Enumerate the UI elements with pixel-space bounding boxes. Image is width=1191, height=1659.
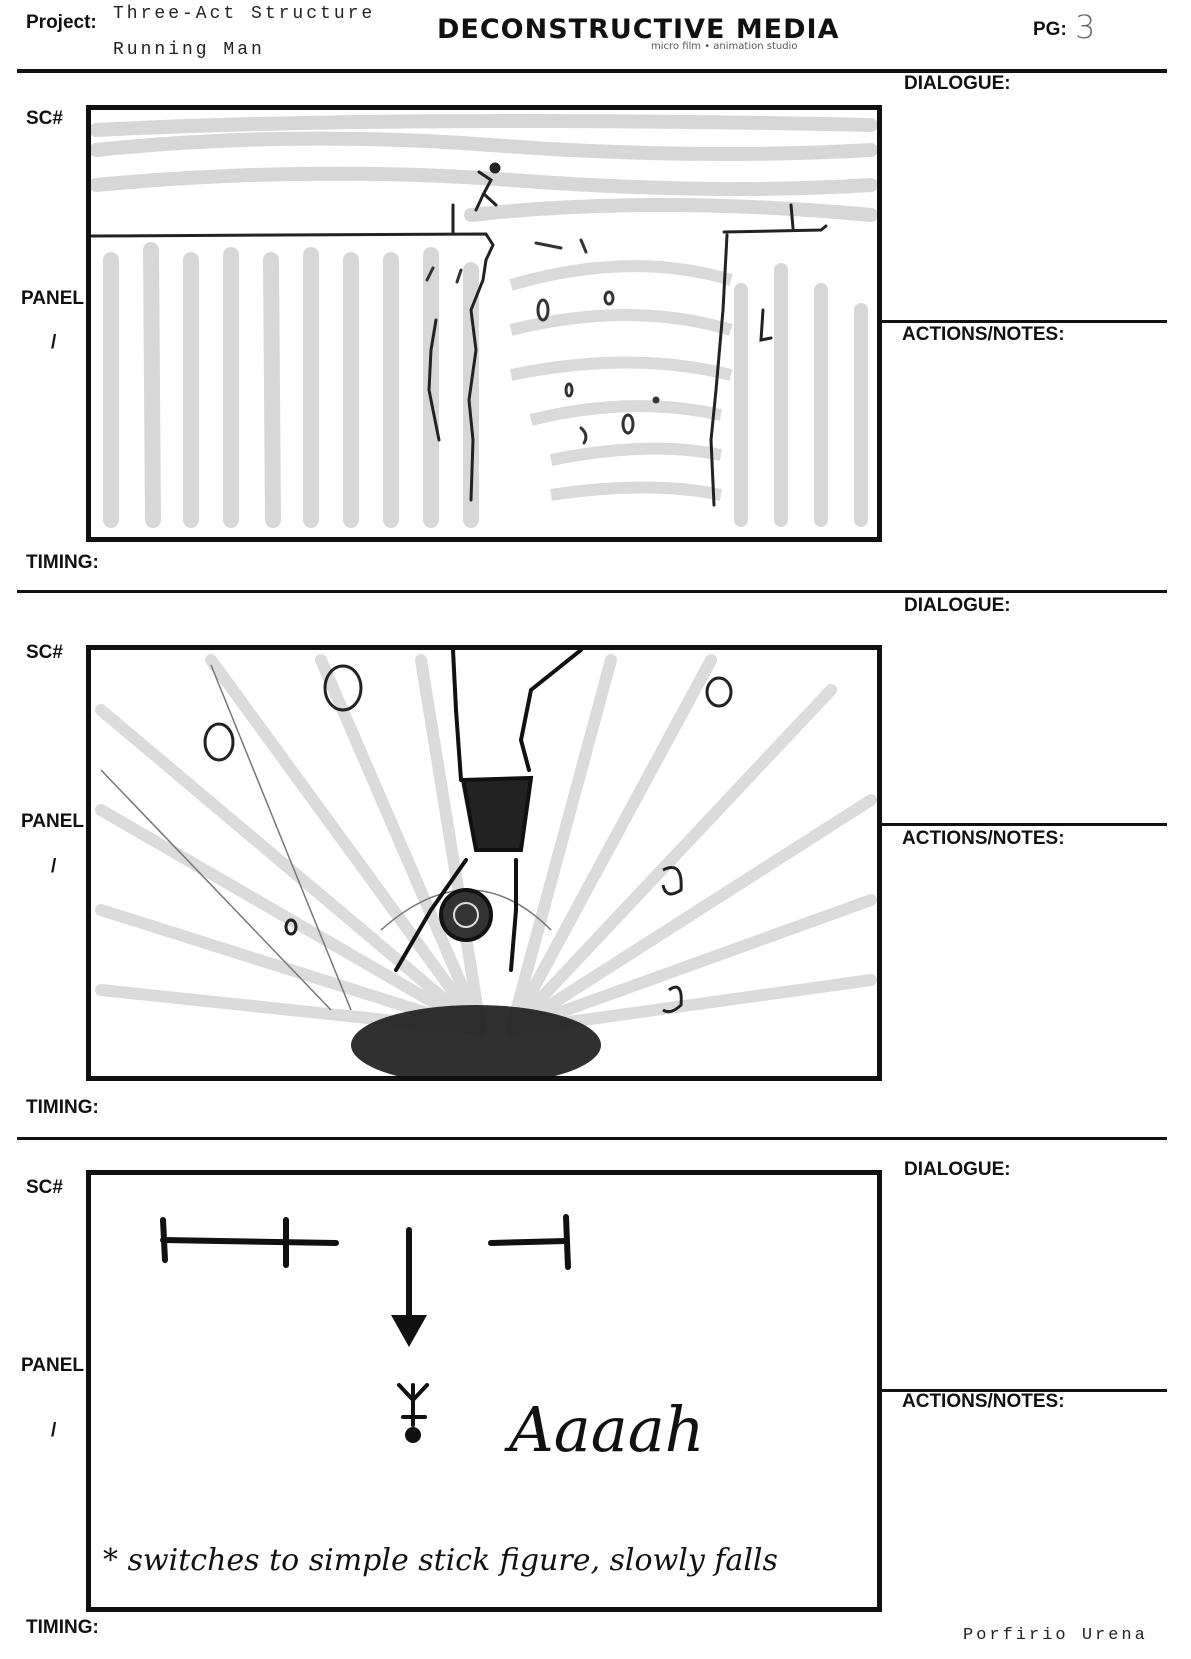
dialogue-label: DIALOGUE:: [904, 73, 1011, 94]
notes-divider: [880, 1389, 1167, 1392]
storyboard-panel-1: [86, 105, 882, 542]
page-label: PG:: [1033, 19, 1067, 40]
timing-label: TIMING:: [26, 552, 99, 573]
panel-slash: /: [51, 856, 57, 877]
sketch-cliff-jump: [91, 114, 877, 528]
scene-number-label: SC#: [26, 108, 63, 129]
project-subtitle: Running Man: [113, 40, 265, 60]
panel-label: PANEL: [21, 288, 84, 309]
studio-logo-name: DECONSTRUCTIVE MEDIA: [437, 14, 840, 45]
notes-divider: [880, 320, 1167, 323]
storyboard-panel-3: Aaaah * switches to simple stick figure,…: [86, 1170, 882, 1612]
project-title: Three-Act Structure: [113, 4, 376, 24]
panel-slash: /: [51, 332, 57, 353]
page-number: 3: [1075, 8, 1096, 46]
sketch-exclamation: Aaaah: [509, 1393, 705, 1466]
timing-label: TIMING:: [26, 1097, 99, 1118]
row-divider: [17, 1137, 1167, 1140]
actions-notes-label: ACTIONS/NOTES:: [902, 324, 1065, 345]
panel-label: PANEL: [21, 811, 84, 832]
panel-label: PANEL: [21, 1355, 84, 1376]
scene-number-label: SC#: [26, 1177, 63, 1198]
actions-notes-label: ACTIONS/NOTES:: [902, 1391, 1065, 1412]
notes-divider: [880, 823, 1167, 826]
panel-slash: /: [51, 1420, 57, 1441]
header-divider: [17, 69, 1167, 73]
artist-credit: Porfirio Urena: [963, 1626, 1148, 1645]
scene-number-label: SC#: [26, 642, 63, 663]
timing-label: TIMING:: [26, 1617, 99, 1638]
storyboard-panel-2: [86, 645, 882, 1081]
studio-logo-tagline: micro film • animation studio: [651, 41, 798, 52]
dialogue-label: DIALOGUE:: [904, 1159, 1011, 1180]
project-label: Project:: [26, 12, 97, 33]
sketch-annotation: * switches to simple stick figure, slowl…: [103, 1543, 778, 1578]
dialogue-label: DIALOGUE:: [904, 595, 1011, 616]
actions-notes-label: ACTIONS/NOTES:: [902, 828, 1065, 849]
sketch-stick-figure: [160, 1214, 571, 1443]
sketch-falling-figure: [95, 650, 877, 1076]
row-divider: [17, 590, 1167, 593]
